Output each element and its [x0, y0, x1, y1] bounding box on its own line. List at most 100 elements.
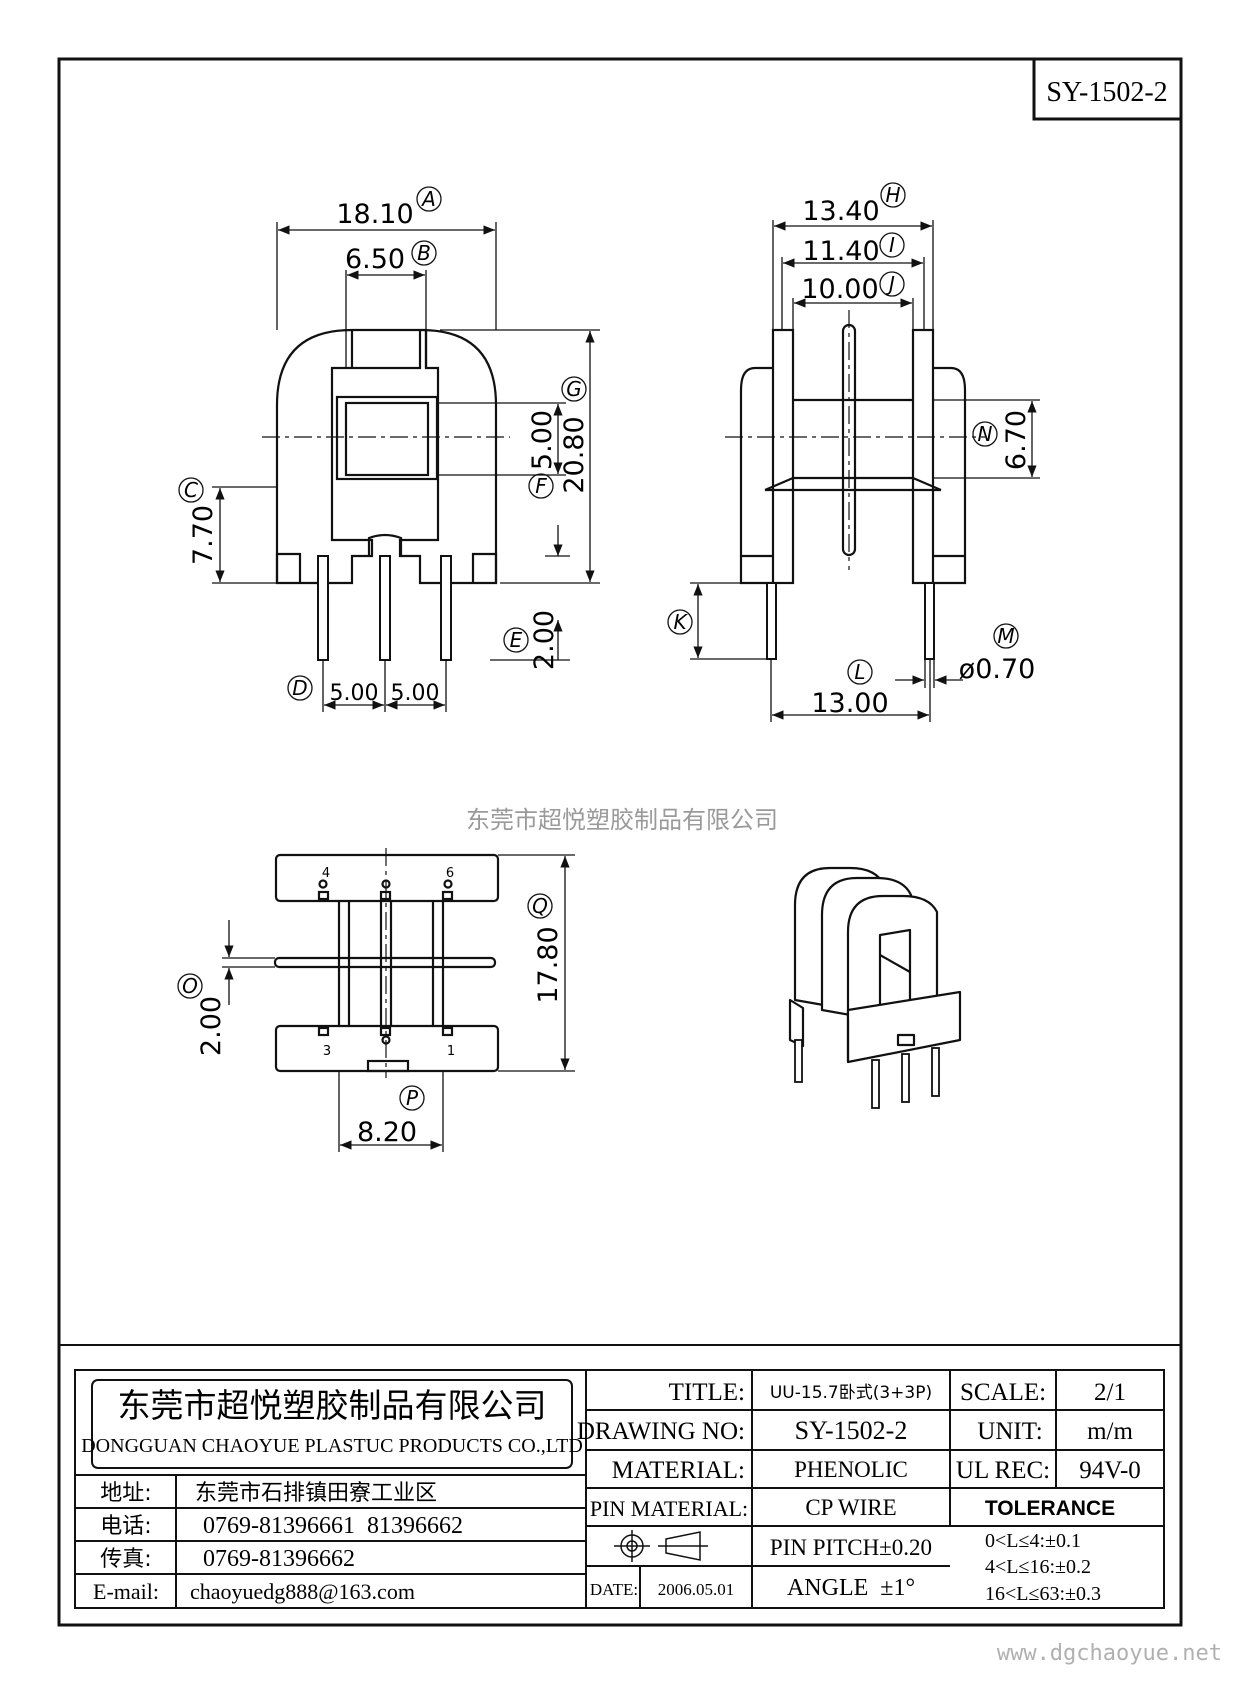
label-L: L — [854, 660, 865, 684]
unit-value: m/m — [1087, 1418, 1133, 1445]
front-labels — [178, 186, 587, 701]
address-value: 东莞市石排镇田寮工业区 — [195, 1481, 437, 1506]
drawing-code: SY-1502-2 — [1046, 77, 1167, 108]
label-E: E — [510, 628, 523, 652]
ul-rec-value: 94V-0 — [1079, 1457, 1141, 1484]
pin-material-value: CP WIRE — [805, 1495, 896, 1520]
label-K: K — [673, 610, 688, 634]
side-view — [739, 323, 967, 585]
dim-J: 10.00 — [801, 274, 878, 305]
label-O: O — [182, 974, 198, 998]
pin-material-label: PIN MATERIAL: — [590, 1496, 748, 1521]
pin — [379, 555, 391, 661]
dim-N: 6.70 — [1001, 410, 1032, 470]
dim-O: 2.00 — [196, 996, 227, 1056]
label-B: B — [417, 241, 431, 265]
date-label: DATE: — [590, 1580, 638, 1599]
pin — [794, 1039, 803, 1083]
label-J: J — [885, 272, 895, 296]
label-M: M — [997, 624, 1014, 648]
label-A: A — [420, 187, 436, 211]
label-C: C — [184, 478, 198, 502]
pin — [924, 582, 935, 660]
label-P: P — [406, 1086, 419, 1110]
label-I: I — [889, 233, 895, 257]
sheet-border — [57, 57, 1183, 1627]
pin — [440, 555, 452, 661]
label-G: G — [566, 377, 582, 401]
isometric-pins — [794, 1039, 940, 1109]
date-value: 2006.05.01 — [658, 1580, 735, 1599]
pin — [766, 582, 777, 660]
title-value: UU-15.7卧式(3+3P) — [770, 1383, 932, 1403]
title-block — [74, 1369, 1165, 1609]
side-labels — [667, 182, 1019, 685]
pin-number-4: 4 — [322, 866, 330, 881]
angle: ANGLE ±1° — [787, 1575, 915, 1601]
unit-label: UNIT: — [977, 1418, 1042, 1445]
code-box — [1032, 57, 1183, 121]
label-D: D — [292, 676, 307, 700]
pin-number-1: 1 — [447, 1044, 455, 1059]
fax-label: 传真: — [100, 1547, 151, 1572]
front-window — [335, 395, 439, 481]
label-Q: Q — [532, 894, 548, 918]
watermark-company: 东莞市超悦塑胶制品有限公司 — [466, 806, 778, 834]
tel-label: 电话: — [100, 1514, 151, 1539]
material-value: PHENOLIC — [794, 1457, 908, 1482]
front-view — [275, 328, 498, 585]
projection-symbol — [614, 1530, 708, 1562]
company-name-en: DONGGUAN CHAOYUE PLASTUC PRODUCTS CO.,LT… — [81, 1435, 583, 1457]
pin-number-6: 6 — [446, 866, 454, 881]
bottom-dimensions — [222, 854, 575, 1152]
pin — [317, 555, 329, 661]
dim-M: ø0.70 — [959, 654, 1036, 685]
tolerance-line: 4<L≤16:±0.2 — [985, 1556, 1091, 1578]
side-pins — [766, 582, 935, 660]
drawing-no-label: DRAWING NO: — [577, 1418, 745, 1445]
tel-value: 0769-81396661 81396662 — [203, 1513, 463, 1539]
label-N: N — [978, 422, 993, 446]
drawing-no-value: SY-1502-2 — [795, 1416, 908, 1445]
tolerance-line: 0<L≤4:±0.1 — [985, 1530, 1081, 1552]
dim-H: 13.40 — [802, 196, 879, 227]
pin-number-3: 3 — [323, 1044, 331, 1059]
email-label: E-mail: — [93, 1579, 159, 1604]
dim-D-right: 5.00 — [391, 681, 440, 706]
front-outline — [275, 328, 422, 585]
dim-F: 5.00 — [527, 410, 558, 470]
material-label: MATERIAL: — [612, 1457, 745, 1484]
isometric-view — [788, 866, 962, 1064]
label-F: F — [535, 474, 547, 498]
pin — [901, 1053, 910, 1103]
fax-value: 0769-81396662 — [203, 1546, 355, 1572]
dim-C: 7.70 — [188, 505, 219, 565]
tolerance-label: TOLERANCE — [985, 1497, 1115, 1520]
address-label: 地址: — [100, 1481, 151, 1506]
tolerance-line: 16<L≤63:±0.3 — [985, 1583, 1101, 1605]
company-name-cn: 东莞市超悦塑胶制品有限公司 — [118, 1386, 547, 1425]
front-dimensions — [212, 222, 600, 712]
title-label: TITLE: — [669, 1379, 745, 1406]
dim-A: 18.10 — [336, 199, 413, 230]
dim-G: 20.80 — [559, 416, 590, 493]
ul-rec-label: UL REC: — [956, 1457, 1050, 1484]
label-H: H — [885, 183, 900, 207]
pin-pitch: PIN PITCH±0.20 — [770, 1535, 932, 1560]
dim-B: 6.50 — [345, 244, 405, 275]
bottom-view — [273, 853, 500, 1073]
dim-P: 8.20 — [357, 1117, 417, 1148]
dim-I: 11.40 — [802, 236, 879, 267]
bottom-labels — [177, 893, 553, 1111]
side-dimensions — [690, 220, 1040, 722]
scale-value: 2/1 — [1094, 1379, 1126, 1406]
pin — [871, 1059, 880, 1109]
dim-E: 2.00 — [529, 610, 560, 670]
front-pins — [317, 555, 452, 661]
dim-D-left: 5.00 — [330, 681, 379, 706]
dim-Q: 17.80 — [533, 926, 564, 1003]
watermark-url: www.dgchaoyue.net — [997, 1641, 1222, 1666]
pin — [931, 1047, 940, 1097]
